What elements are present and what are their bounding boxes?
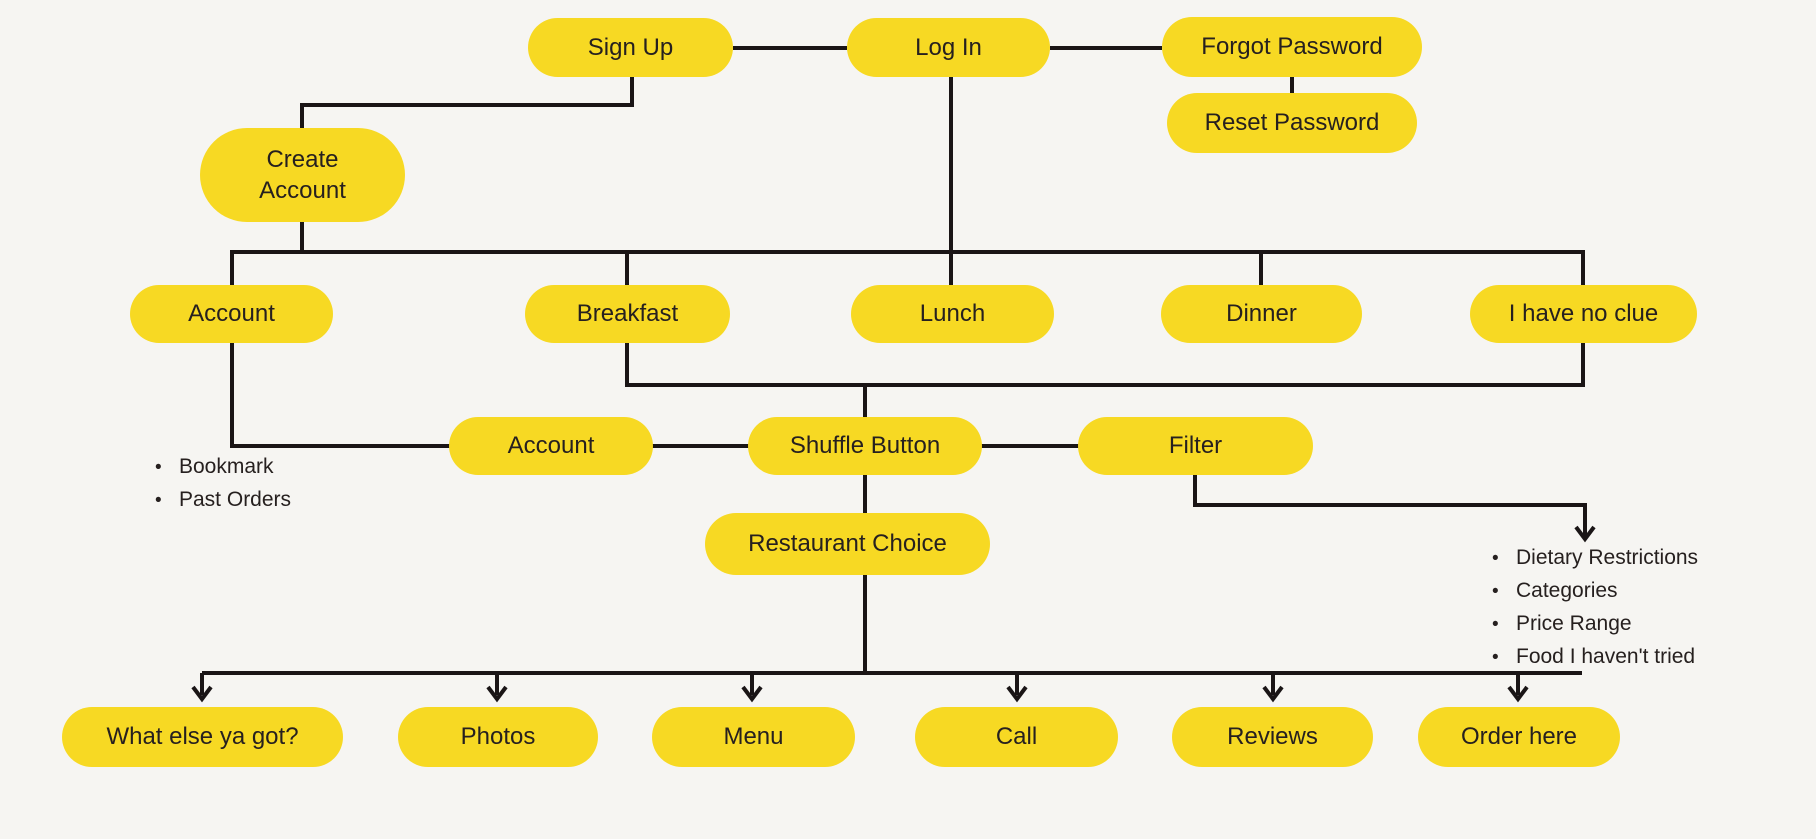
node-account-top[interactable]: Account bbox=[130, 285, 333, 343]
node-i-have-no-clue[interactable]: I have no clue bbox=[1470, 285, 1697, 343]
list-item: Bookmark bbox=[155, 455, 291, 479]
bullet-icon bbox=[1492, 548, 1516, 570]
node-reset-password[interactable]: Reset Password bbox=[1167, 93, 1417, 153]
list-item: Past Orders bbox=[155, 488, 291, 512]
node-order-here[interactable]: Order here bbox=[1418, 707, 1620, 767]
node-account-mid[interactable]: Account bbox=[449, 417, 653, 475]
node-breakfast[interactable]: Breakfast bbox=[525, 285, 730, 343]
node-call[interactable]: Call bbox=[915, 707, 1118, 767]
node-log-in[interactable]: Log In bbox=[847, 18, 1050, 77]
node-shuffle-button[interactable]: Shuffle Button bbox=[748, 417, 982, 475]
node-dinner[interactable]: Dinner bbox=[1161, 285, 1362, 343]
account-options-list: Bookmark Past Orders bbox=[155, 455, 291, 512]
node-what-else-ya-got[interactable]: What else ya got? bbox=[62, 707, 343, 767]
node-photos[interactable]: Photos bbox=[398, 707, 598, 767]
list-item: Dietary Restrictions bbox=[1492, 546, 1698, 570]
node-sign-up[interactable]: Sign Up bbox=[528, 18, 733, 77]
bullet-icon bbox=[1492, 614, 1516, 636]
node-create-account[interactable]: Create Account bbox=[200, 128, 405, 222]
node-lunch[interactable]: Lunch bbox=[851, 285, 1054, 343]
arrowhead-call bbox=[1006, 685, 1028, 703]
arrowhead-photos bbox=[486, 685, 508, 703]
bullet-icon bbox=[1492, 581, 1516, 603]
arrowhead-filter bbox=[1574, 525, 1596, 543]
arrowhead-menu bbox=[741, 685, 763, 703]
arrowhead-orderhere bbox=[1507, 685, 1529, 703]
list-item-label: Dietary Restrictions bbox=[1516, 546, 1699, 569]
list-item: Price Range bbox=[1492, 612, 1698, 636]
list-item-label: Food I haven't tried bbox=[1516, 645, 1696, 668]
filter-options-list: Dietary Restrictions Categories Price Ra… bbox=[1492, 546, 1698, 669]
list-item-label: Past Orders bbox=[179, 488, 292, 511]
bullet-icon bbox=[155, 490, 179, 512]
wire-account-account bbox=[230, 341, 451, 448]
node-menu[interactable]: Menu bbox=[652, 707, 855, 767]
wire-signup-create bbox=[300, 75, 634, 130]
bullet-icon bbox=[1492, 647, 1516, 669]
arrowhead-whatelse bbox=[191, 685, 213, 703]
node-restaurant-choice[interactable]: Restaurant Choice bbox=[705, 513, 990, 575]
node-filter[interactable]: Filter bbox=[1078, 417, 1313, 475]
node-forgot-password[interactable]: Forgot Password bbox=[1162, 17, 1422, 77]
arrowhead-reviews bbox=[1262, 685, 1284, 703]
list-item: Food I haven't tried bbox=[1492, 645, 1698, 669]
list-item-label: Price Range bbox=[1516, 612, 1632, 635]
wire-filter-elbow bbox=[1193, 473, 1587, 536]
list-item-label: Bookmark bbox=[179, 455, 274, 478]
bullet-icon bbox=[155, 457, 179, 479]
list-item-label: Categories bbox=[1516, 579, 1618, 602]
list-item: Categories bbox=[1492, 579, 1698, 603]
node-reviews[interactable]: Reviews bbox=[1172, 707, 1373, 767]
